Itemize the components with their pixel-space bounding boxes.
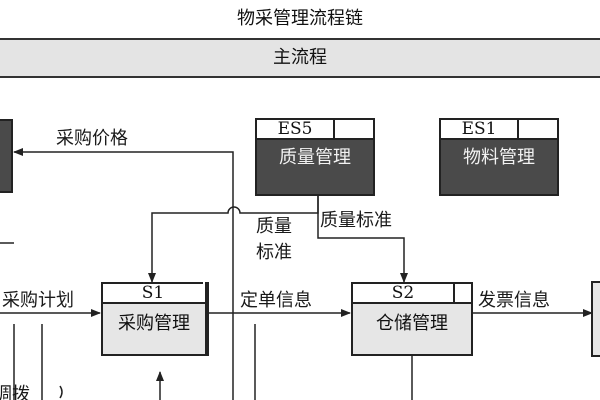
label-order-info: 定单信息: [240, 290, 312, 311]
main-flow-bar: 主流程: [0, 40, 600, 78]
label-purchase-price: 采购价格: [56, 128, 128, 149]
module-es1-name: 物料管理: [439, 138, 559, 196]
main-flow-label: 主流程: [273, 47, 327, 68]
module-es5-name: 质量管理: [255, 138, 375, 196]
chain-title: 物采管理流程链: [237, 8, 363, 29]
module-s1-id: S1: [101, 282, 205, 304]
quality-to-s1-connector: [148, 196, 319, 283]
module-es1-id: ES1: [439, 118, 519, 140]
label-quality-line2: 标准: [256, 242, 292, 263]
label-quality-line1: 质量: [256, 216, 292, 237]
module-es5-id: ES5: [255, 118, 335, 140]
label-invoice-info: 发票信息: [478, 290, 550, 311]
label-purchase-plan: 采购计划: [2, 290, 74, 311]
module-s2-name: 仓储管理: [351, 302, 473, 356]
chain-title-bar: 物采管理流程链: [0, 0, 600, 40]
price-connector: [13, 148, 234, 400]
label-quality-standard: 质量标准: [320, 210, 392, 231]
module-s2-id: S2: [351, 282, 455, 304]
quality-to-s2-connector: [317, 196, 408, 283]
module-s1-name: 采购管理: [101, 302, 207, 356]
right-module-edge: [591, 281, 600, 357]
label-transfer-cut: 调拨: [0, 384, 30, 400]
left-module-edge: [0, 119, 13, 193]
